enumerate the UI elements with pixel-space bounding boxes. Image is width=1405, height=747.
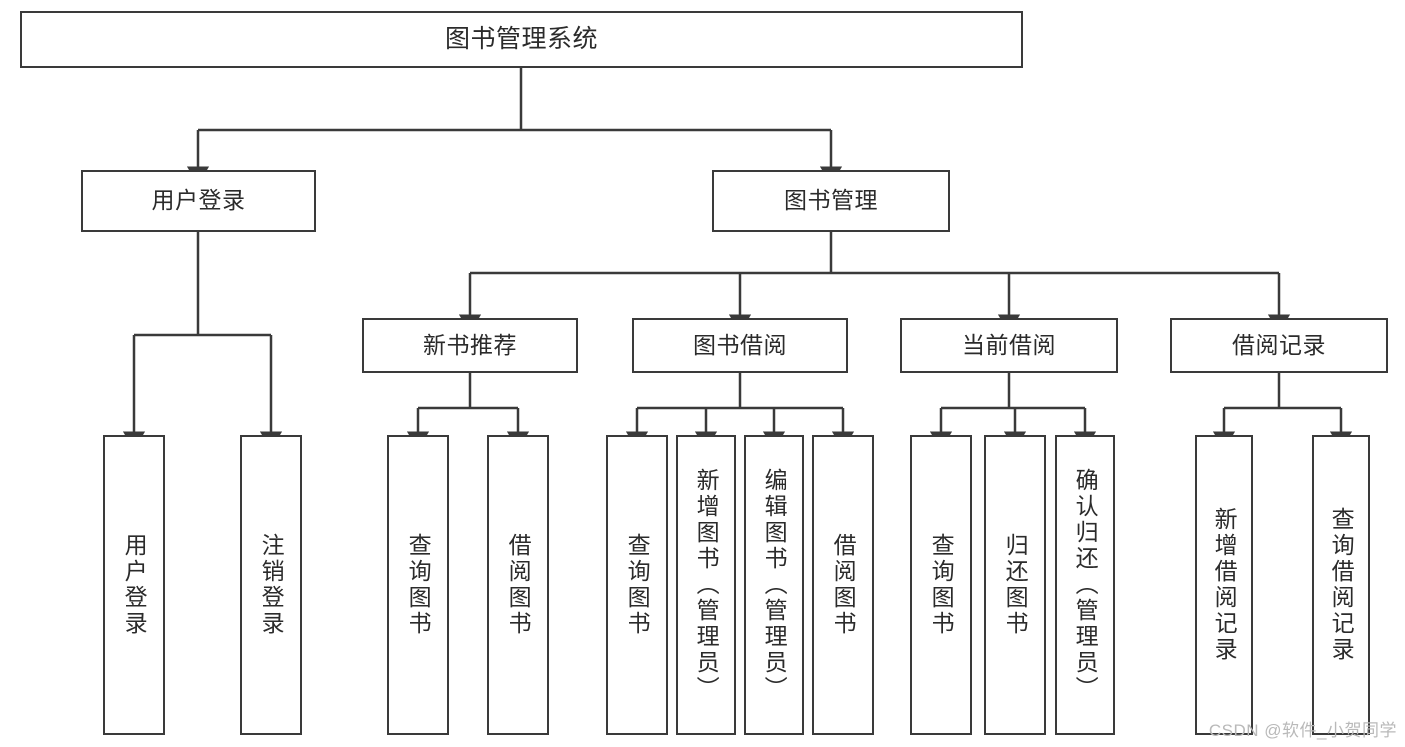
node-label: 借阅记录 [1232, 331, 1326, 358]
node-leaf-logout-login[interactable]: 注销登录 [240, 435, 302, 735]
node-label: 用户登录 [151, 187, 246, 214]
node-label: 查询借阅记录 [1328, 507, 1355, 663]
node-label: 图书管理 [784, 187, 878, 214]
node-user-login[interactable]: 用户登录 [81, 170, 316, 232]
node-book-management[interactable]: 图书管理 [712, 170, 950, 232]
node-label: 用户登录 [121, 533, 148, 637]
node-current-borrow[interactable]: 当前借阅 [900, 318, 1118, 373]
connector-lines [122, 68, 1353, 450]
node-leaf-borrow-book-2[interactable]: 借阅图书 [812, 435, 874, 735]
node-label: 查询图书 [624, 533, 651, 637]
node-label: 借阅图书 [830, 533, 857, 637]
node-label: 借阅图书 [505, 533, 532, 637]
node-leaf-query-record[interactable]: 查询借阅记录 [1312, 435, 1370, 735]
node-leaf-edit-book[interactable]: 编辑图书（管理员） [744, 435, 804, 735]
node-label: 当前借阅 [962, 331, 1056, 358]
node-label: 新书推荐 [423, 331, 517, 358]
node-root-system[interactable]: 图书管理系统 [20, 11, 1023, 68]
node-borrow-record[interactable]: 借阅记录 [1170, 318, 1388, 373]
node-label: 查询图书 [405, 533, 432, 637]
watermark-text: CSDN @软件_小贺同学 [1208, 721, 1397, 740]
node-label: 新增借阅记录 [1211, 507, 1238, 663]
node-leaf-query-book-2[interactable]: 查询图书 [606, 435, 668, 735]
node-label: 编辑图书（管理员） [761, 468, 788, 702]
node-book-borrow[interactable]: 图书借阅 [632, 318, 848, 373]
node-label: 归还图书 [1002, 533, 1029, 637]
node-new-book-recommend[interactable]: 新书推荐 [362, 318, 578, 373]
node-leaf-confirm-return[interactable]: 确认归还（管理员） [1055, 435, 1115, 735]
node-leaf-add-book[interactable]: 新增图书（管理员） [676, 435, 736, 735]
node-leaf-return-book[interactable]: 归还图书 [984, 435, 1046, 735]
node-label: 图书管理系统 [444, 24, 598, 53]
node-leaf-query-book-1[interactable]: 查询图书 [387, 435, 449, 735]
node-label: 新增图书（管理员） [693, 468, 720, 702]
node-label: 确认归还（管理员） [1072, 468, 1099, 702]
node-label: 注销登录 [258, 533, 285, 637]
node-leaf-borrow-book-1[interactable]: 借阅图书 [487, 435, 549, 735]
node-leaf-user-login[interactable]: 用户登录 [103, 435, 165, 735]
node-leaf-query-book-3[interactable]: 查询图书 [910, 435, 972, 735]
node-label: 图书借阅 [693, 331, 787, 358]
node-label: 查询图书 [928, 533, 955, 637]
node-leaf-add-record[interactable]: 新增借阅记录 [1195, 435, 1253, 735]
